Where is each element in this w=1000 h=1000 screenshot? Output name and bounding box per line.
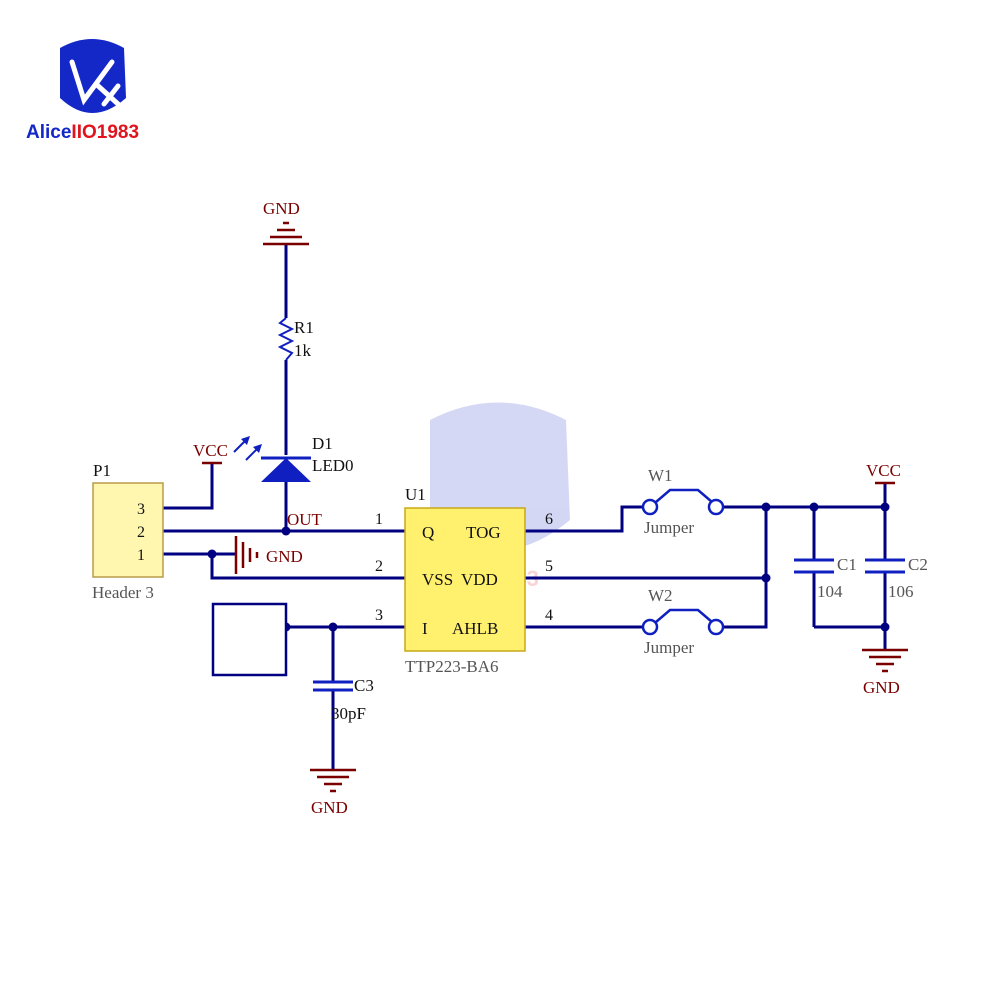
header-ref: P1 <box>93 461 111 480</box>
gnd-symbol-top: GND <box>263 199 309 246</box>
net-label-out: OUT <box>287 510 323 529</box>
ic-pin-num-1: 1 <box>375 511 383 528</box>
junction-bus-top <box>761 502 771 512</box>
c3-value: 30pF <box>331 704 366 723</box>
resistor-zigzag <box>277 317 295 361</box>
junction-c3 <box>328 622 338 632</box>
vcc-symbol-right: VCC <box>866 461 901 485</box>
jumper-w1: W1 Jumper <box>641 466 725 537</box>
capacitor-c1: C1 104 <box>794 555 857 601</box>
led-value: LED0 <box>312 456 354 475</box>
gnd-symbol-header: GND <box>234 536 303 574</box>
ic-part: TTP223-BA6 <box>405 657 499 676</box>
gnd-label-c3: GND <box>311 798 348 817</box>
ic-pin-num-4: 4 <box>545 607 553 624</box>
gnd-symbol-c3: GND <box>310 768 356 817</box>
c2-ref: C2 <box>908 555 928 574</box>
header-pin-2: 2 <box>137 524 145 541</box>
brand-logo: AliceIIO1983 <box>26 39 139 143</box>
gnd-symbol-right: GND <box>862 648 908 697</box>
logo-mark <box>69 59 121 107</box>
w2-value: Jumper <box>644 638 694 657</box>
wire-p1-pin1-vss <box>163 552 405 580</box>
ic-pin-name-i: I <box>422 619 428 638</box>
gnd-label-header: GND <box>266 547 303 566</box>
junction-out <box>281 526 291 536</box>
wire-w2-bus <box>716 507 768 629</box>
resistor-ref: R1 <box>294 318 314 337</box>
header-p1: P1 3 2 1 Header 3 <box>92 461 164 602</box>
logo-text: AliceIIO1983 <box>26 122 139 143</box>
junction-p1-pin1 <box>207 549 217 559</box>
ic-pin-name-q: Q <box>422 523 434 542</box>
ic-pin-name-ahlb: AHLB <box>452 619 498 638</box>
w1-value: Jumper <box>644 518 694 537</box>
ic-pin-num-6: 6 <box>545 511 553 528</box>
header-pin-3: 3 <box>137 501 145 518</box>
header-pin-1: 1 <box>137 547 145 564</box>
junction-c2-top <box>880 502 890 512</box>
wire-tog-w1 <box>525 505 650 533</box>
jumper-w2: W2 Jumper <box>641 586 725 657</box>
resistor-r1: R1 1k <box>277 317 314 361</box>
logo-text-suffix: IIO1983 <box>71 122 139 143</box>
junction-c1-top <box>809 502 819 512</box>
ic-pin-num-2: 2 <box>375 558 383 575</box>
c2-value: 106 <box>888 582 914 601</box>
w1-ref: W1 <box>648 466 673 485</box>
w2-ref: W2 <box>648 586 673 605</box>
capacitor-c2: C2 106 <box>865 555 928 601</box>
resistor-value: 1k <box>294 341 312 360</box>
ic-ref: U1 <box>405 485 426 504</box>
junction-c2-bottom <box>880 622 890 632</box>
capacitor-c3: C3 30pF <box>313 676 374 723</box>
wire-p1-pin3-vcc <box>163 463 214 510</box>
ic-pin-num-3: 3 <box>375 607 383 624</box>
vcc-symbol-left: VCC <box>193 441 228 465</box>
junction-vdd <box>761 573 771 583</box>
led-ref: D1 <box>312 434 333 453</box>
c1-value: 104 <box>817 582 843 601</box>
ic-pin-name-vdd: VDD <box>461 570 498 589</box>
gnd-label-right: GND <box>863 678 900 697</box>
led-d1: D1 LED0 <box>233 434 354 482</box>
c3-ref: C3 <box>354 676 374 695</box>
c1-ref: C1 <box>837 555 857 574</box>
ic-pin-num-5: 5 <box>545 558 553 575</box>
vcc-label-right: VCC <box>866 461 901 480</box>
ic-u1: U1 Q VSS I TOG VDD AHLB 1 2 3 6 5 4 TTP2… <box>375 485 553 676</box>
header-name: Header 3 <box>92 583 154 602</box>
gnd-label-top: GND <box>263 199 300 218</box>
led-triangle <box>261 458 311 482</box>
ic-pin-name-vss: VSS <box>422 570 453 589</box>
touch-pad <box>211 602 288 677</box>
vcc-label-left: VCC <box>193 441 228 460</box>
ic-pin-name-tog: TOG <box>466 523 501 542</box>
header-body <box>92 482 164 578</box>
logo-text-prefix: Alice <box>26 122 71 143</box>
ic-body <box>404 507 526 652</box>
